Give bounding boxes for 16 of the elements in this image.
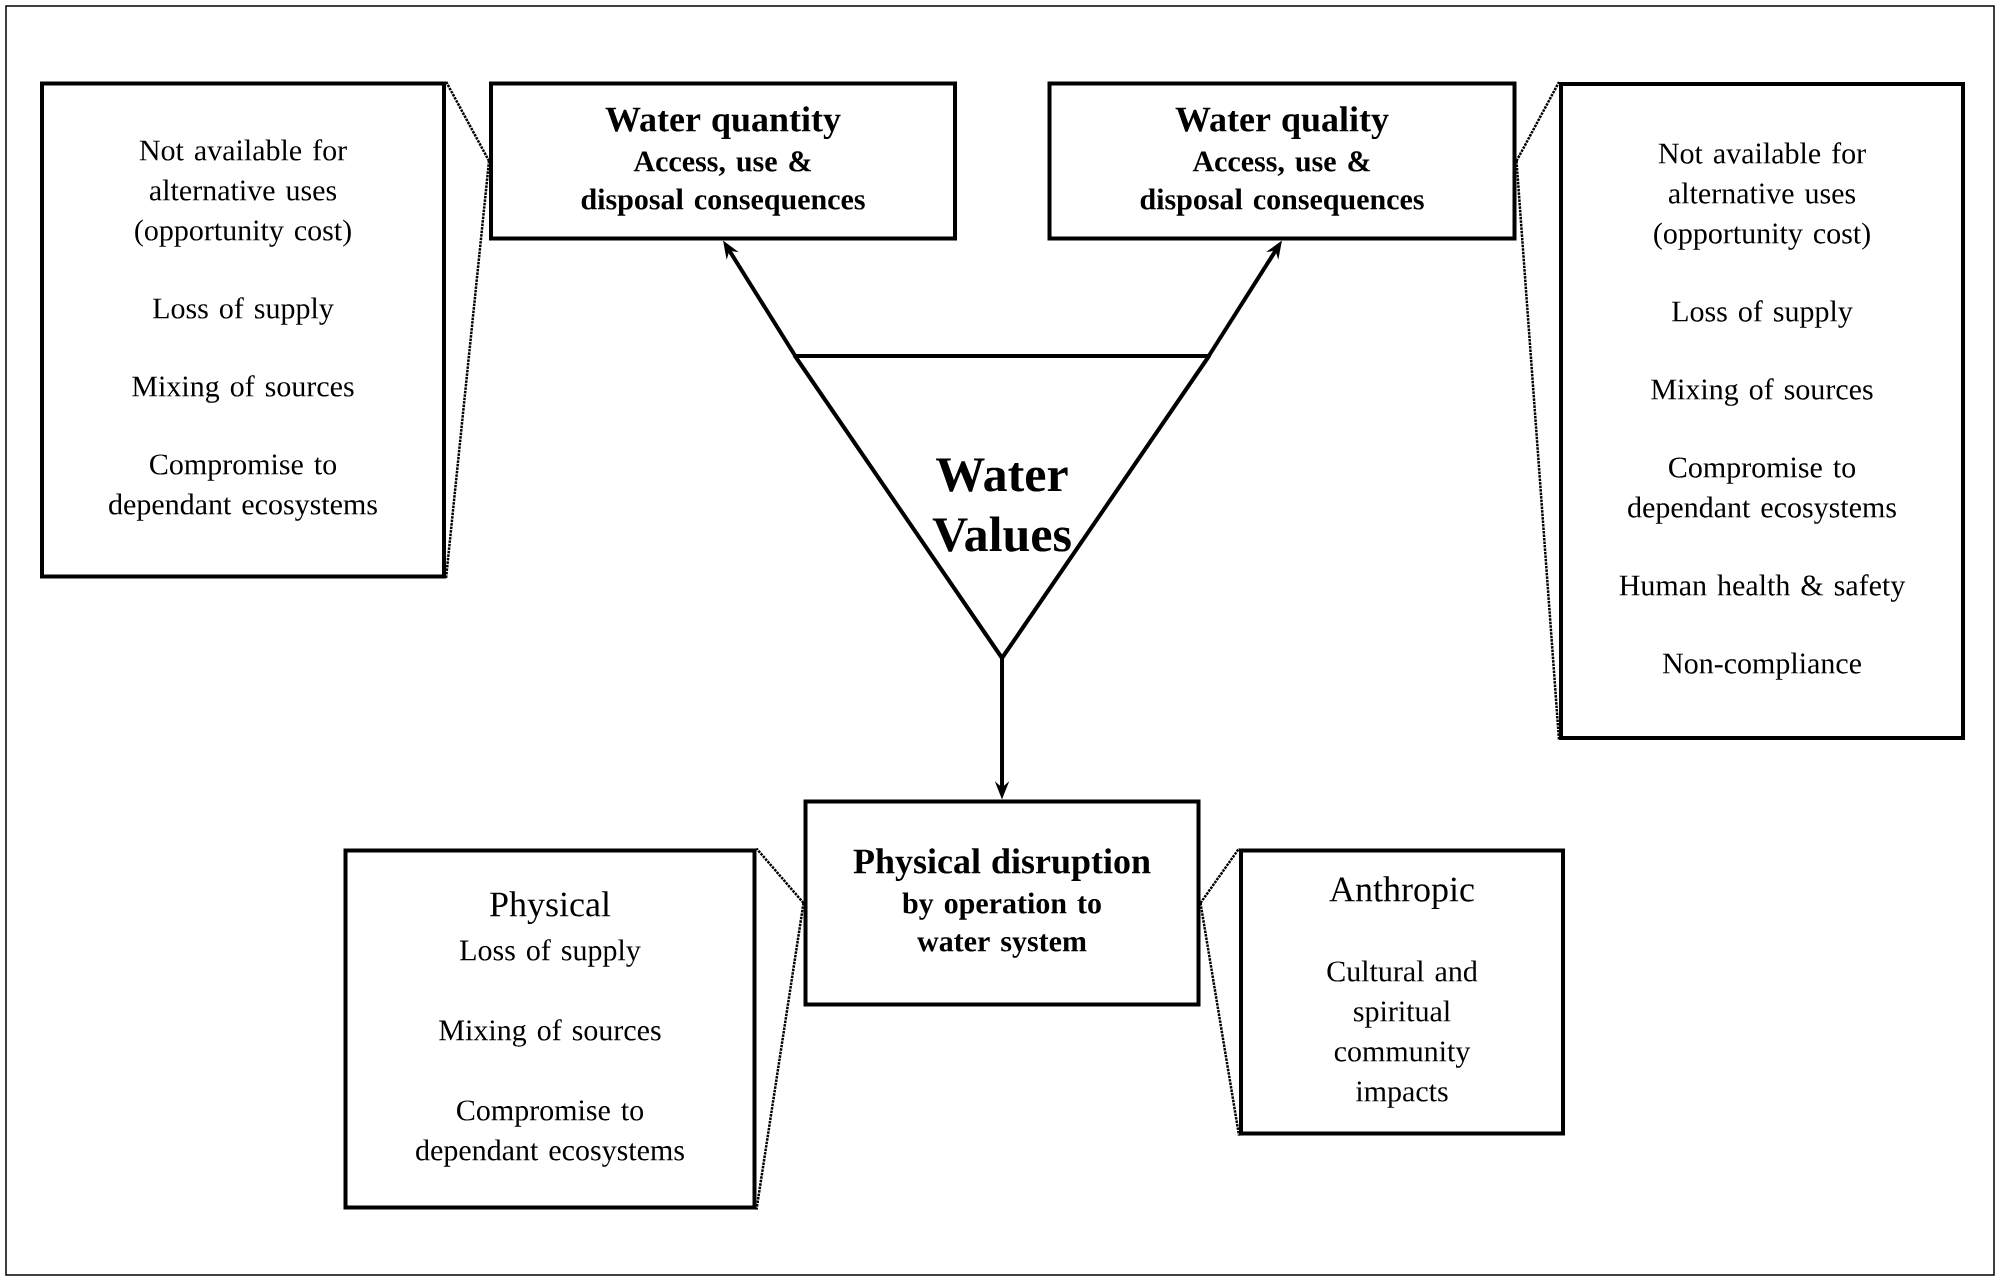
text-box: Not available for alternative uses (opportunity cost) Loss of supply Mixing of sources Compromise to dependant ecosystems [40,81,446,579]
dotted-line [1199,847,1241,904]
dotted-line [1515,81,1561,162]
text-box: Not available for alternative uses (opportunity cost) Loss of supply Mixing of sources Compromise to dependant ecosystems Human health & safety Non-compliance [1559,82,1965,740]
text-box: Water quantity Access, use & disposal consequences [489,81,957,241]
triangle: Water Values [793,354,1211,660]
text-box: Water quality Access, use & disposal consequences [1047,81,1517,241]
dotted-line [444,160,491,579]
dotted-line [1515,160,1561,741]
dotted-line [755,902,805,1210]
text-box: Anthropic Cultural and spiritual community impacts [1239,848,1565,1136]
dotted-line [444,80,491,162]
dotted-line [755,847,805,904]
text-box: Physical Loss of supply Mixing of sources Compromise to dependant ecosystems [343,848,757,1210]
text-box: Physical disruption by operation to water system [803,799,1201,1007]
dotted-line [1199,902,1241,1136]
